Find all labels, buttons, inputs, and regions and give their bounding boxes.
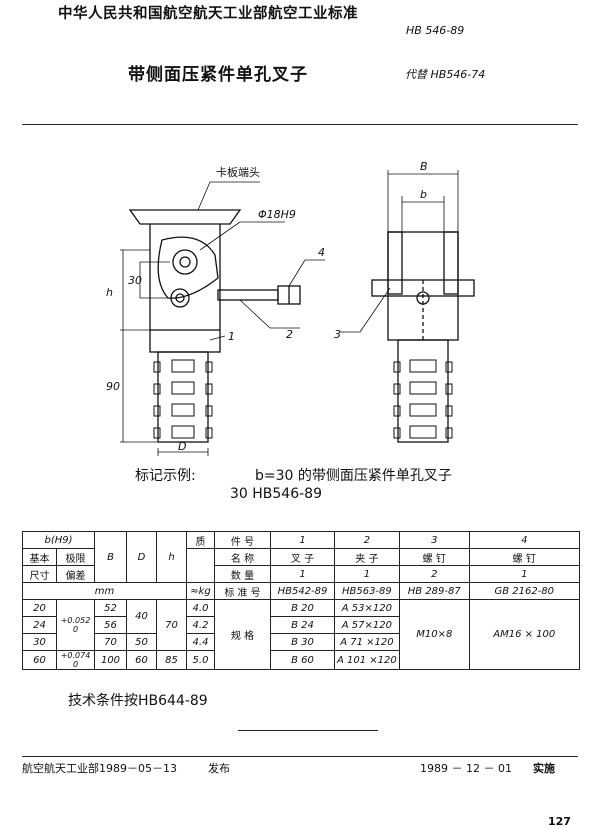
- part-1-qty: 1: [270, 565, 335, 583]
- row-3-mass: 4.4: [186, 633, 215, 651]
- issuing-authority: 中华人民共和国航空航天工业部航空工业标准: [58, 6, 358, 22]
- dimension-30: 30: [128, 274, 142, 287]
- row-3-D: 50: [126, 633, 157, 651]
- technical-drawing: 卡板端头 Φ18H9 B b h D 30 90 1 2 3 4: [106, 160, 475, 456]
- row-4-part1: B 60: [270, 650, 335, 670]
- row-1-mass: 4.0: [186, 599, 215, 617]
- part-2-name: 夹 子: [334, 548, 400, 566]
- row-4-b: 60: [22, 650, 57, 670]
- header-h: h: [156, 531, 187, 583]
- h-value-1: 70: [156, 599, 187, 651]
- implementation-label: 实施: [533, 762, 555, 775]
- row-4-D: 60: [126, 650, 157, 670]
- row-4-h: 85: [156, 650, 187, 670]
- label-clamp-head: 卡板端头: [216, 165, 260, 179]
- header-deviation: 偏差: [56, 565, 95, 583]
- part-3-spec: M10×8: [398, 599, 470, 670]
- row-4-B: 100: [94, 650, 127, 670]
- row-3-b: 30: [22, 633, 57, 651]
- technical-requirements: 技术条件按HB644-89: [68, 693, 208, 709]
- header-limit: 极限: [56, 548, 95, 566]
- part-2-std: HB563-89: [334, 582, 400, 600]
- row-1-part2: A 53×120: [334, 599, 400, 617]
- label-h: h: [106, 286, 113, 299]
- part-4-qty: 1: [468, 565, 580, 583]
- part-1-name: 叉 子: [270, 548, 335, 566]
- marking-example-code: 30 HB546-89: [230, 486, 322, 502]
- callout-2: 2: [286, 328, 293, 341]
- row-1-part1: B 20: [270, 599, 335, 617]
- dimension-90: 90: [106, 380, 120, 393]
- header-part-no: 件 号: [214, 531, 271, 549]
- part-3-no: 3: [398, 531, 470, 549]
- part-2-no: 2: [334, 531, 400, 549]
- row-3-part2: A 71 ×120: [334, 633, 400, 651]
- row-2-B: 56: [94, 616, 127, 634]
- label-hole-diameter: Φ18H9: [258, 208, 296, 221]
- page-number: 127: [548, 815, 571, 828]
- tolerance-1: +0.052 0: [56, 599, 95, 651]
- replaces-standard: 代替 HB546-74: [405, 68, 486, 81]
- implementation-date: 1989 － 12 － 01: [420, 762, 512, 775]
- header-spec: 规 格: [214, 599, 271, 670]
- part-3-qty: 2: [398, 565, 470, 583]
- row-3-part1: B 30: [270, 633, 335, 651]
- row-4-part2: A 101 ×120: [334, 650, 400, 670]
- document-title: 带侧面压紧件单孔叉子: [128, 65, 308, 85]
- part-3-std: HB 289-87: [398, 582, 470, 600]
- part-4-std: GB 2162-80: [468, 582, 580, 600]
- row-1-b: 20: [22, 599, 57, 617]
- end-rule: [238, 730, 378, 731]
- header-bH9: b(H9): [22, 531, 95, 549]
- part-4-spec: AM16 × 100: [468, 599, 580, 670]
- standard-number: HB 546-89: [406, 24, 465, 37]
- marking-example-label: 标记示例:: [135, 468, 196, 484]
- part-2-qty: 1: [334, 565, 400, 583]
- header-standard: 标 准 号: [214, 582, 271, 600]
- footer-rule: [22, 756, 578, 757]
- part-4-name: 螺 钉: [468, 548, 580, 566]
- part-1-no: 1: [270, 531, 335, 549]
- specification-table: b(H9) B D h 质 件 号 1 2 3 4 基本 极限 名 称 叉 子 …: [22, 531, 580, 670]
- header-B: B: [94, 531, 127, 583]
- unit-kg: ≈kg: [186, 582, 215, 600]
- label-B: B: [420, 160, 428, 173]
- row-4-tolerance: +0.074 0: [56, 650, 95, 670]
- row-2-mass: 4.2: [186, 616, 215, 634]
- row-4-mass: 5.0: [186, 650, 215, 670]
- callout-3: 3: [334, 328, 341, 341]
- callout-1: 1: [228, 330, 235, 343]
- header-size: 尺寸: [22, 565, 57, 583]
- header-mass-1: 质: [186, 531, 215, 549]
- part-4-no: 4: [468, 531, 580, 549]
- label-D: D: [178, 440, 186, 453]
- D-value-1: 40: [126, 599, 157, 634]
- label-b: b: [420, 188, 427, 201]
- row-2-part1: B 24: [270, 616, 335, 634]
- header-D: D: [126, 531, 157, 583]
- part-1-std: HB542-89: [270, 582, 335, 600]
- callout-4: 4: [318, 246, 325, 259]
- header-qty: 数 量: [214, 565, 271, 583]
- issue-label: 发布: [208, 762, 230, 775]
- part-3-name: 螺 钉: [398, 548, 470, 566]
- header-basic: 基本: [22, 548, 57, 566]
- unit-mm: mm: [22, 582, 187, 600]
- row-2-b: 24: [22, 616, 57, 634]
- row-1-B: 52: [94, 599, 127, 617]
- marking-example-text: b=30 的带侧面压紧件单孔叉子: [255, 468, 452, 484]
- row-2-part2: A 57×120: [334, 616, 400, 634]
- header-rule: [22, 124, 578, 125]
- issued-by-date: 航空航天工业部1989－05－13: [22, 762, 177, 775]
- header-name: 名 称: [214, 548, 271, 566]
- row-3-B: 70: [94, 633, 127, 651]
